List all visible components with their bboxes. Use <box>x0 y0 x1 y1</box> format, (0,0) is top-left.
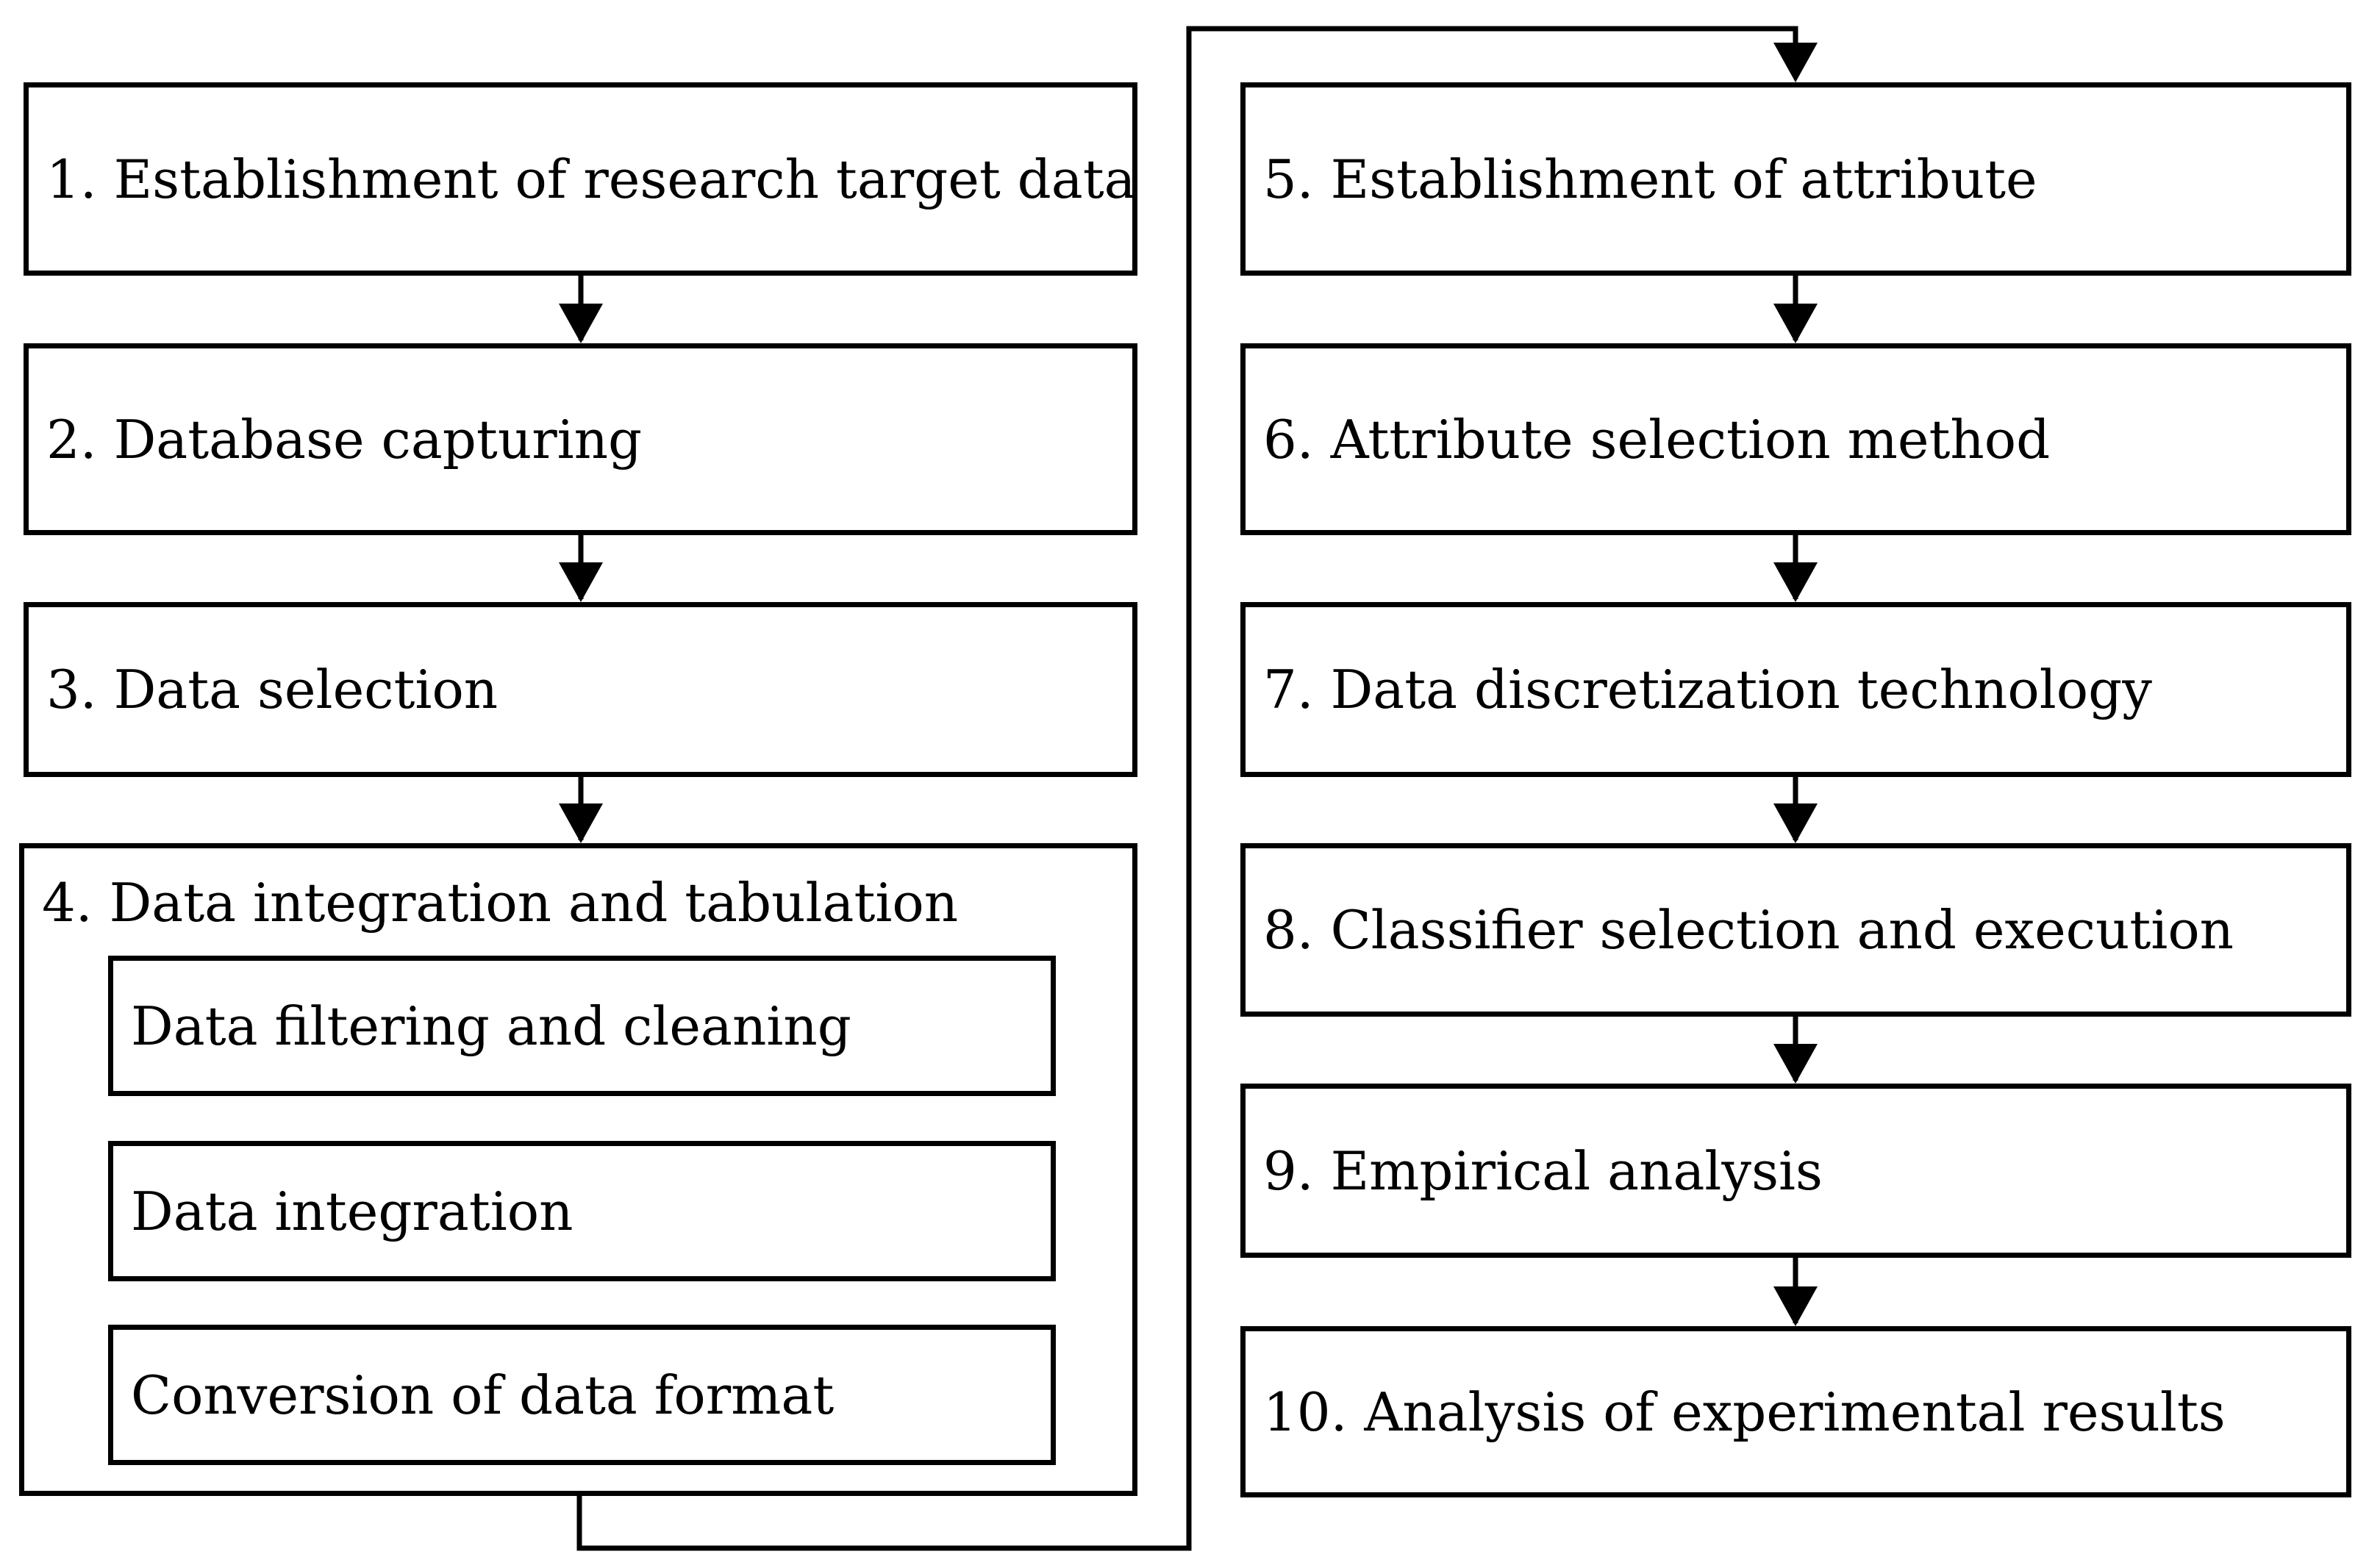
step-4a-box: Data filtering and cleaning <box>108 956 1056 1096</box>
step-8-label: 8. Classifier selection and execution <box>1263 899 2234 961</box>
arrow-8-to-9-head <box>1773 1044 1818 1084</box>
connector-4-to-5 <box>576 26 1798 1551</box>
arrow-5-to-6-head <box>1773 304 1818 343</box>
step-1-box: 1. Establishment of research target data <box>24 82 1137 276</box>
step-7-label: 7. Data discretization technology <box>1263 659 2152 720</box>
arrow-6-to-7-head <box>1773 562 1818 602</box>
step-6-label: 6. Attribute selection method <box>1263 408 2051 470</box>
step-1-label: 1. Establishment of research target data <box>46 148 1136 210</box>
arrow-1-to-2-head <box>559 304 603 343</box>
step-2-box: 2. Database capturing <box>24 343 1137 535</box>
step-7-box: 7. Data discretization technology <box>1240 602 2351 777</box>
step-3-box: 3. Data selection <box>24 602 1137 777</box>
arrow-2-to-3-head <box>559 562 603 602</box>
step-4b-label: Data integration <box>131 1180 574 1242</box>
step-2-label: 2. Database capturing <box>46 408 643 470</box>
step-5-box: 5. Establishment of attribute <box>1240 82 2351 276</box>
step-4c-box: Conversion of data format <box>108 1325 1056 1465</box>
step-9-label: 9. Empirical analysis <box>1263 1139 1823 1202</box>
step-10-box: 10. Analysis of experimental results <box>1240 1326 2351 1497</box>
step-4-box: 4. Data integration and tabulation Data … <box>19 843 1137 1496</box>
step-6-box: 6. Attribute selection method <box>1240 343 2351 535</box>
arrow-7-to-8-head <box>1773 803 1818 843</box>
step-4a-label: Data filtering and cleaning <box>131 995 851 1057</box>
step-4-label: 4. Data integration and tabulation <box>42 872 959 934</box>
step-10-label: 10. Analysis of experimental results <box>1263 1381 2226 1443</box>
arrow-3-to-4-head <box>559 803 603 843</box>
connector-4-to-5-head <box>1773 43 1818 82</box>
step-9-box: 9. Empirical analysis <box>1240 1084 2351 1258</box>
arrow-9-to-10-head <box>1773 1286 1818 1326</box>
step-4b-box: Data integration <box>108 1141 1056 1281</box>
step-5-label: 5. Establishment of attribute <box>1263 148 2037 210</box>
step-4c-label: Conversion of data format <box>131 1364 835 1426</box>
step-3-label: 3. Data selection <box>46 659 499 720</box>
step-8-box: 8. Classifier selection and execution <box>1240 843 2351 1017</box>
